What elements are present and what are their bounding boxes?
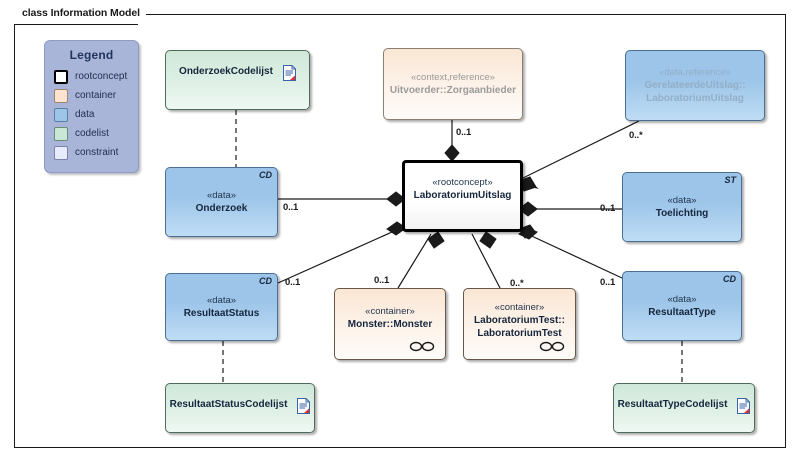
node-onderzoekcodelijst-label: OnderzoekCodelijst	[179, 66, 273, 77]
node-resultaatstatus-corner: CD	[259, 276, 272, 286]
legend-row-constraint: constraint	[54, 143, 138, 162]
legend-label-container: container	[75, 90, 117, 101]
chain-icon	[409, 341, 435, 352]
legend: Legend rootconcept container data codeli…	[44, 40, 139, 173]
multiplicity-resultaatstatus: 0..1	[285, 277, 301, 288]
legend-row-container: container	[54, 86, 138, 105]
frame-tab: class Information Model	[14, 2, 146, 24]
legend-label-data: data	[75, 109, 95, 120]
node-resultaattype[interactable]: CD «data» ResultaatType	[622, 271, 742, 341]
legend-label-rootconcept: rootconcept	[75, 71, 128, 82]
node-toelichting-stereotype: «data»	[667, 195, 697, 206]
node-resultaatstatuscodelijst[interactable]: ResultaatStatusCodelijst	[165, 383, 315, 433]
node-resultaatstatuscodelijst-label: ResultaatStatusCodelijst	[169, 399, 288, 410]
legend-swatch-data	[54, 107, 68, 122]
legend-row-rootconcept: rootconcept	[54, 67, 138, 86]
document-icon	[297, 398, 311, 414]
node-laboratoriumuitslag-label: LaboratoriumUitslag	[413, 190, 512, 201]
node-gerelateerdeuitslag-stereotype: «data,reference»	[659, 67, 731, 78]
multiplicity-onderzoek: 0..1	[283, 202, 299, 213]
node-resultaatstatus[interactable]: CD «data» ResultaatStatus	[165, 273, 278, 341]
legend-label-constraint: constraint	[75, 147, 119, 158]
node-laboratoriumuitslag-stereotype: «rootconcept»	[432, 177, 493, 188]
node-monster[interactable]: «container» Monster::Monster	[334, 288, 446, 360]
node-uitvoerder-label: Uitvoerder::Zorgaanbieder	[389, 85, 517, 96]
node-monster-label: Monster::Monster	[347, 319, 433, 330]
node-resultaatstatus-stereotype: «data»	[206, 295, 237, 306]
node-onderzoek[interactable]: CD «data» Onderzoek	[165, 167, 278, 237]
node-laboratoriumtest-stereotype: «container»	[494, 301, 545, 313]
multiplicity-resultaattype: 0..1	[600, 277, 616, 288]
node-laboratoriumtest-label-1: LaboratoriumTest::	[474, 314, 565, 326]
node-resultaattype-corner: CD	[723, 274, 736, 284]
node-gerelateerdeuitslag-label-1: GerelateerdeUitslag::	[644, 80, 746, 91]
document-icon	[282, 65, 296, 81]
node-resultaattypecodelijst[interactable]: ResultaatTypeCodelijst	[613, 383, 755, 433]
node-onderzoek-stereotype: «data»	[206, 190, 237, 201]
node-resultaattype-stereotype: «data»	[667, 294, 697, 305]
frame-tab-label: class Information Model	[22, 7, 140, 19]
multiplicity-gerelateerde: 0..*	[629, 130, 643, 141]
legend-row-data: data	[54, 105, 138, 124]
node-resultaattypecodelijst-label: ResultaatTypeCodelijst	[617, 399, 728, 410]
node-toelichting-corner: ST	[724, 175, 736, 185]
legend-label-codelist: codelist	[75, 128, 109, 139]
legend-swatch-constraint	[54, 145, 68, 160]
node-toelichting[interactable]: ST «data» Toelichting	[622, 172, 742, 242]
multiplicity-laboratoriumtest: 0..*	[510, 278, 524, 289]
legend-swatch-container	[54, 88, 68, 103]
node-resultaatstatus-label: ResultaatStatus	[183, 308, 260, 319]
multiplicity-toelichting: 0..1	[600, 203, 616, 214]
legend-rows: rootconcept container data codelist cons…	[45, 67, 138, 162]
legend-title: Legend	[69, 48, 114, 62]
node-laboratoriumuitslag[interactable]: «rootconcept» LaboratoriumUitslag	[402, 160, 523, 232]
node-onderzoek-label: Onderzoek	[195, 203, 248, 214]
node-uitvoerder-stereotype: «context,reference»	[411, 72, 495, 83]
node-gerelateerdeuitslag[interactable]: «data,reference» GerelateerdeUitslag:: L…	[625, 50, 765, 121]
node-laboratoriumtest[interactable]: «container» LaboratoriumTest:: Laborator…	[463, 288, 576, 360]
node-onderzoek-corner: CD	[259, 170, 272, 180]
node-laboratoriumtest-label-2: LaboratoriumTest	[477, 327, 562, 339]
multiplicity-monster: 0..1	[374, 275, 390, 286]
document-icon	[737, 398, 751, 414]
node-resultaattype-label: ResultaatType	[648, 307, 716, 318]
legend-row-codelist: codelist	[54, 124, 138, 143]
legend-swatch-rootconcept	[54, 69, 68, 84]
node-monster-stereotype: «container»	[365, 306, 415, 317]
chain-icon	[539, 341, 565, 352]
node-uitvoerder-zorgaanbieder[interactable]: «context,reference» Uitvoerder::Zorgaanb…	[383, 48, 523, 120]
node-onderzoekcodelijst[interactable]: OnderzoekCodelijst	[165, 50, 310, 110]
multiplicity-uitvoerder: 0..1	[456, 127, 472, 138]
node-toelichting-label: Toelichting	[655, 208, 709, 219]
node-gerelateerdeuitslag-label-2: LaboratoriumUitslag	[646, 93, 744, 104]
legend-swatch-codelist	[54, 126, 68, 141]
